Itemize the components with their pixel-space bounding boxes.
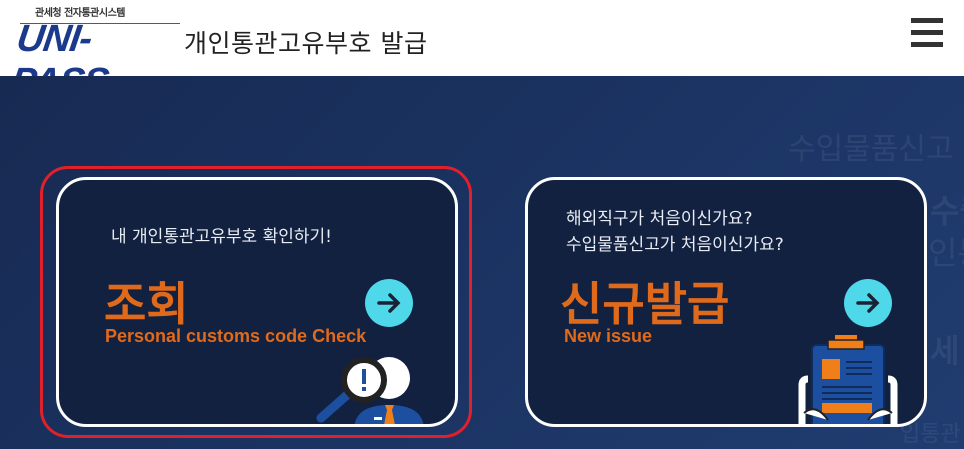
arrow-right-icon[interactable]	[844, 279, 892, 327]
arrow-right-icon[interactable]	[365, 279, 413, 327]
card-description-line2: 수입물품신고가 처음이신가요?	[566, 235, 784, 255]
watermark-text: 세	[930, 332, 960, 370]
watermark-text: 수입물품신고	[788, 132, 954, 167]
magnifier-person-icon	[316, 357, 424, 424]
watermark-text: 수출	[930, 192, 964, 230]
card-title: 조회	[104, 277, 189, 331]
uni-pass-logo[interactable]: 관세청 전자통관시스템 UNI-PASS	[8, 4, 180, 103]
watermark-text: 인통	[928, 234, 964, 272]
logo-line	[20, 23, 180, 24]
card-description: 내 개인통관고유부호 확인하기!	[111, 227, 332, 247]
new-issue-card[interactable]: 해외직구가 처음이신가요? 수입물품신고가 처음이신가요? 신규발급 New i…	[525, 177, 927, 427]
clipboard-icon	[798, 335, 898, 424]
lookup-card[interactable]: 내 개인통관고유부호 확인하기! 조회 Personal customs cod…	[56, 177, 458, 427]
page-title: 개인통관고유부호 발급	[184, 29, 428, 58]
header: 관세청 전자통관시스템 UNI-PASS 개인통관고유부호 발급	[0, 0, 964, 103]
card-description-line1: 해외직구가 처음이신가요?	[566, 209, 753, 229]
card-subtitle: New issue	[564, 326, 653, 346]
selection-highlight	[40, 166, 472, 438]
watermark-text: 입통관	[900, 422, 961, 447]
card-subtitle: Personal customs code Check	[105, 326, 367, 346]
card-title: 신규발급	[560, 277, 730, 331]
hamburger-menu-icon[interactable]	[911, 18, 943, 52]
logo-subtitle: 관세청 전자통관시스템	[35, 8, 125, 19]
